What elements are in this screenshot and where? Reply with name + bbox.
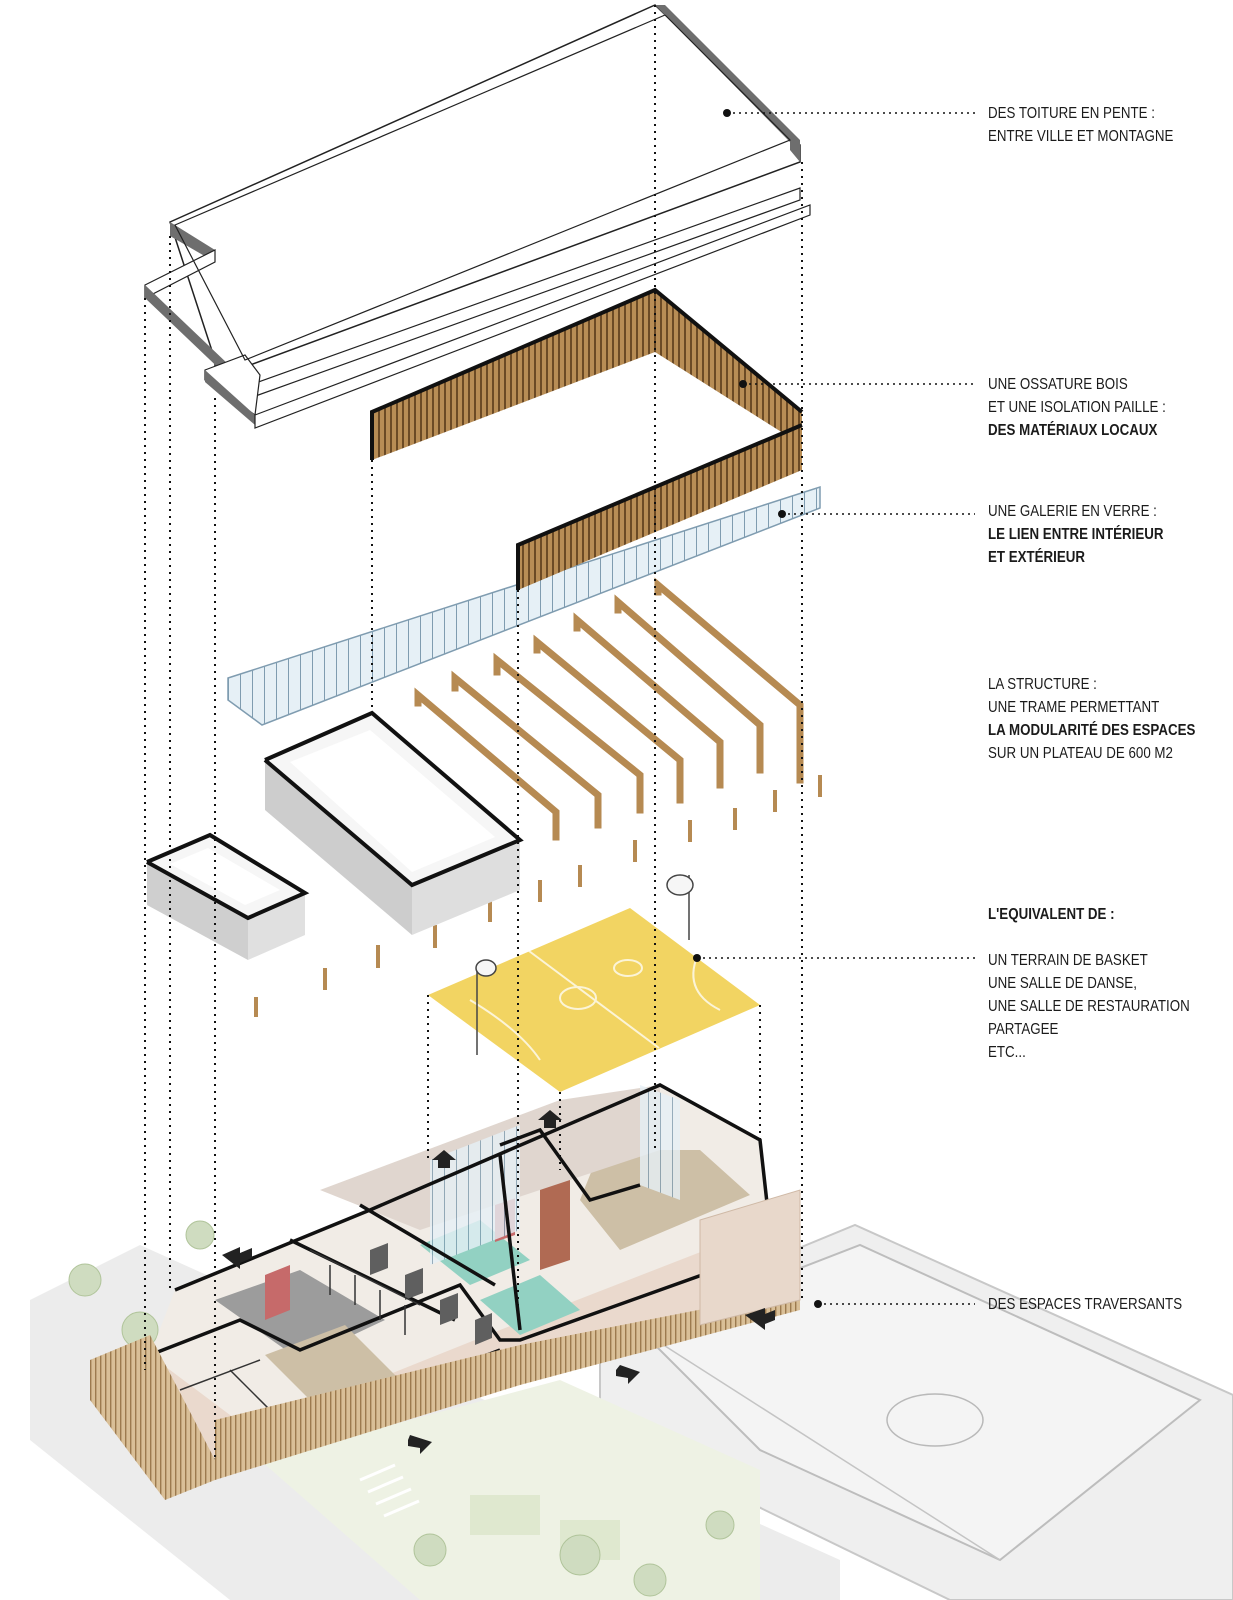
concrete-box-large bbox=[263, 710, 524, 935]
sloped-roof bbox=[144, 4, 811, 429]
ground-floor bbox=[90, 1083, 801, 1500]
glass-gallery-line-2: LE LIEN ENTRE INTÉRIEUR bbox=[988, 526, 1164, 543]
equivalent-line-4: PARTAGEE bbox=[988, 1021, 1059, 1038]
wood-frame-line-3: DES MATÉRIAUX LOCAUX bbox=[988, 422, 1158, 439]
equivalent-line-5: ETC... bbox=[988, 1044, 1026, 1061]
equivalent-title: L'EQUIVALENT DE : bbox=[988, 906, 1115, 923]
glass-gallery-line-3: ET EXTÉRIEUR bbox=[988, 549, 1086, 566]
structure-line-4: SUR UN PLATEAU DE 600 M2 bbox=[988, 745, 1173, 762]
annotation-wood-frame: UNE OSSATURE BOIS ET UNE ISOLATION PAILL… bbox=[988, 373, 1166, 442]
sports-field bbox=[638, 1243, 1202, 1562]
crosswalk bbox=[359, 1463, 420, 1518]
concrete-box-small bbox=[146, 832, 310, 960]
trees bbox=[68, 1220, 735, 1597]
basket-hoop-left bbox=[475, 959, 497, 1055]
annotation-dots bbox=[693, 109, 822, 1308]
wood-frame-line-2: ET UNE ISOLATION PAILLE : bbox=[988, 399, 1166, 416]
structure-line-1: LA STRUCTURE : bbox=[988, 676, 1097, 693]
timber-structure bbox=[414, 577, 804, 841]
annotation-crossing: DES ESPACES TRAVERSANTS bbox=[988, 1293, 1182, 1316]
wood-frame-line-1: UNE OSSATURE BOIS bbox=[988, 376, 1128, 393]
glass-gallery-line-1: UNE GALERIE EN VERRE : bbox=[988, 503, 1157, 520]
roof-line-2: ENTRE VILLE ET MONTAGNE bbox=[988, 128, 1174, 145]
circulation-arrows bbox=[222, 1110, 775, 1454]
equivalent-line-3: UNE SALLE DE RESTAURATION bbox=[988, 998, 1190, 1015]
crossing-line-1: DES ESPACES TRAVERSANTS bbox=[988, 1296, 1183, 1313]
roof-line-1: DES TOITURE EN PENTE : bbox=[988, 105, 1155, 122]
annotation-roof: DES TOITURE EN PENTE : ENTRE VILLE ET MO… bbox=[988, 102, 1173, 148]
equivalent-line-2: UNE SALLE DE DANSE, bbox=[988, 975, 1137, 992]
structure-line-3: LA MODULARITÉ DES ESPACES bbox=[988, 722, 1196, 739]
basket-hoop-right bbox=[666, 874, 694, 940]
glass-gallery bbox=[227, 485, 821, 726]
wood-frame-walls bbox=[370, 287, 804, 590]
structure-line-2: UNE TRAME PERMETTANT bbox=[988, 699, 1160, 716]
equivalent-line-1: UN TERRAIN DE BASKET bbox=[988, 952, 1148, 969]
alignment-lines bbox=[144, 5, 803, 1460]
annotation-leaders bbox=[697, 112, 975, 1305]
spacer bbox=[988, 926, 1190, 949]
annotation-glass-gallery: UNE GALERIE EN VERRE : LE LIEN ENTRE INT… bbox=[988, 500, 1164, 569]
field-center-circle bbox=[886, 1393, 984, 1447]
annotation-equivalent: L'EQUIVALENT DE : UN TERRAIN DE BASKET U… bbox=[988, 903, 1190, 1064]
annotation-structure: LA STRUCTURE : UNE TRAME PERMETTANT LA M… bbox=[988, 673, 1195, 765]
pool-2 bbox=[480, 1275, 580, 1335]
